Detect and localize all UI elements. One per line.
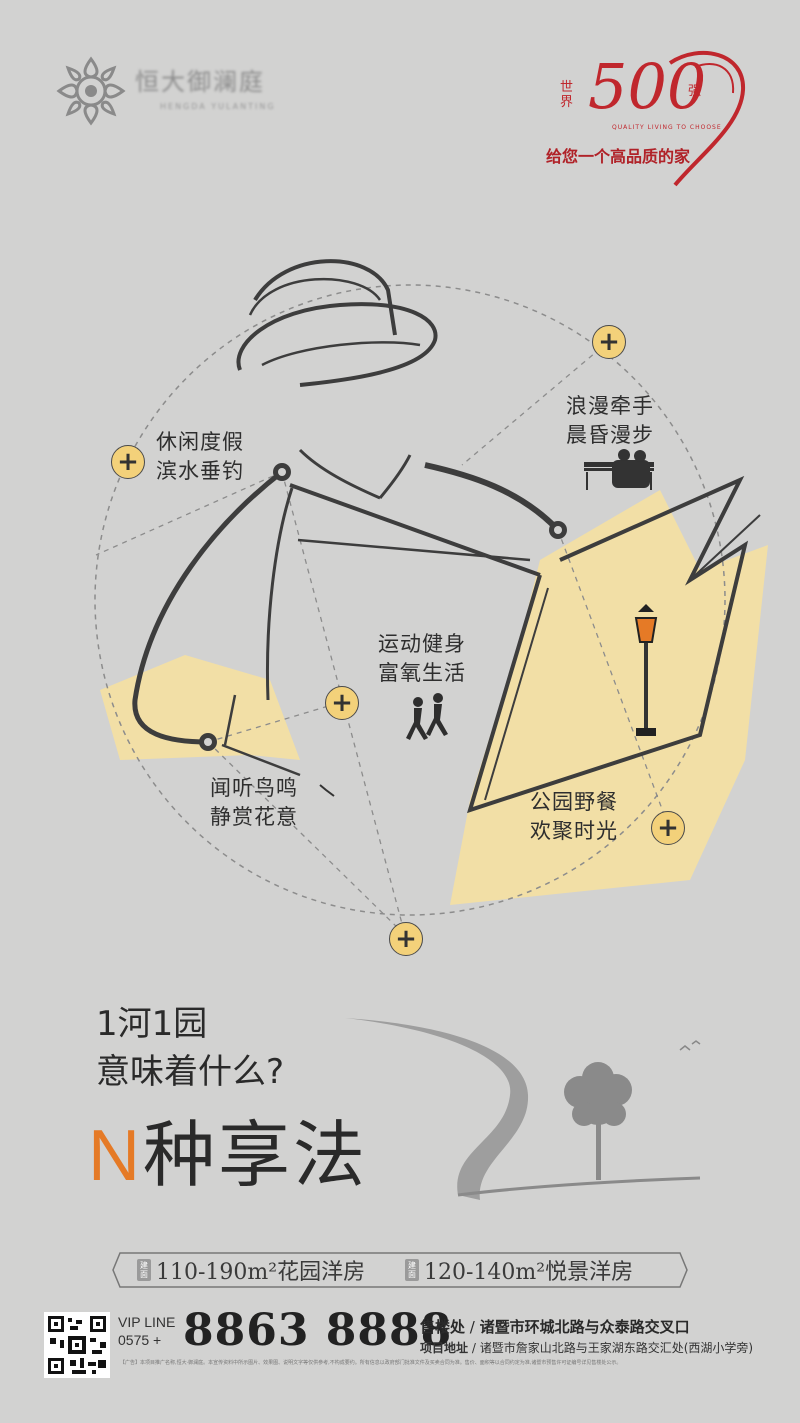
product-text: 110-190m²花园洋房 [156,1260,366,1285]
feature-line: 公园野餐 [530,790,618,814]
vip-line-label: VIP LINE [118,1314,176,1330]
feature-line: 富氧生活 [378,661,466,685]
feature-label: 浪漫牵手 晨昏漫步 [566,392,654,450]
dashed-circle [94,284,726,916]
bench-couple-icon [584,449,654,490]
heart-badge-icon [668,50,746,187]
vip-line-area: 0575 + [118,1331,175,1349]
headline: 1河1园 意味着什么? [96,1000,284,1096]
badge-slogan: 给您一个高品质的家 [546,147,691,166]
plus-marker-icon[interactable]: + [651,811,685,845]
separator: / [468,1341,480,1355]
sales-office-address: 诸暨市环城北路与众泰路交叉口 [479,1318,690,1336]
big-title-rest: 种享法 [143,1113,369,1197]
road-tree-illustration [345,1018,701,1200]
badge-number: 500 [588,50,707,123]
feature-label: 闻听鸟鸣 静赏花意 [210,774,298,832]
feature-line: 运动健身 [378,632,466,656]
headline-line1: 1河1园 [96,1004,208,1044]
sales-office-label: 售楼处 [420,1318,466,1336]
plus-marker-icon[interactable]: + [325,686,359,720]
headline-line2: 意味着什么? [96,1052,285,1092]
feature-label: 休闲度假 滨水垂钓 [156,428,244,486]
big-title-prefix: N [88,1116,143,1196]
plus-sign: + [153,1332,162,1348]
bird-icon [319,784,335,797]
logo-subtext: HENGDA YULANTING [160,102,276,111]
badge-strong: 强 [688,84,702,99]
project-address-label: 项目地址 [420,1341,469,1355]
fine-print: 【广告】本项目推广名称,恒大·御澜庭。本宣传资料中所示图片、效果图、说明文字等仅… [120,1360,622,1366]
big-title: N种享法 [88,1112,368,1199]
badge-tagline: QUALITY LIVING TO CHOOSE [612,124,722,131]
feature-line: 静赏花意 [210,805,298,829]
lamp-post-icon [634,604,658,736]
area-code: 0575 [118,1332,150,1348]
feature-line: 闻听鸟鸣 [210,776,298,800]
separator: / [465,1318,480,1336]
feature-label: 公园野餐 欢聚时光 [530,788,618,846]
plus-marker-icon[interactable]: + [592,325,626,359]
sales-office: 售楼处 / 诸暨市环城北路与众泰路交叉口 [420,1316,690,1337]
project-address-value: 诸暨市詹家山北路与王家湖东路交汇处(西湖小学旁) [479,1341,754,1355]
phone-number[interactable]: 8863 8888 [183,1305,453,1356]
feature-line: 浪漫牵手 [566,394,654,418]
feature-line: 晨昏漫步 [566,423,654,447]
product-chip: 建面 [137,1259,151,1281]
logo-emblem-icon [56,56,126,126]
qr-code[interactable] [44,1312,110,1378]
feature-line: 滨水垂钓 [156,459,244,483]
qr-code-icon [48,1316,106,1374]
project-address: 项目地址 / 诸暨市詹家山北路与王家湖东路交汇处(西湖小学旁) [420,1339,753,1356]
product-text: 120-140m²悦景洋房 [424,1260,634,1285]
feature-line: 休闲度假 [156,430,244,454]
product-chip: 建面 [405,1259,419,1281]
feature-label: 运动健身 富氧生活 [378,630,466,688]
runners-icon [406,693,448,740]
illustration [94,259,768,936]
feature-line: 欢聚时光 [530,819,618,843]
plus-marker-icon[interactable]: + [389,922,423,956]
plus-marker-icon[interactable]: + [111,445,145,479]
vip-line: VIP LINE 0575 + [118,1313,175,1349]
badge-world: 世界 [560,80,574,110]
yellow-shape-right [450,490,768,905]
logo-text: 恒大御澜庭 [135,68,265,96]
product-bar-frame [112,1252,688,1288]
